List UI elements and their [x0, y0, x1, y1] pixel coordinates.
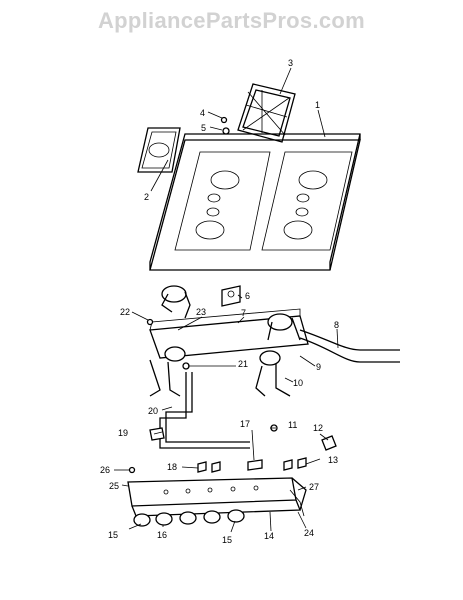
callout-14: 14	[264, 531, 274, 541]
ignitor-switch-part[interactable]	[221, 285, 241, 307]
callout-4: 4	[200, 108, 205, 118]
callout-25: 25	[109, 481, 119, 491]
callout-1: 1	[315, 100, 320, 110]
bracket-part-17[interactable]	[247, 459, 263, 471]
valve-part[interactable]	[197, 457, 307, 473]
watermark: AppliancePartsPros.com	[97, 8, 366, 33]
callout-5: 5	[201, 123, 206, 133]
callout-26: 26	[100, 465, 110, 475]
callout-11: 11	[288, 420, 297, 430]
callout-13: 13	[328, 455, 338, 465]
callout-18: 18	[167, 462, 177, 472]
cooktop-part[interactable]	[149, 133, 361, 271]
callout-15a: 15	[108, 530, 118, 540]
callout-17: 17	[240, 419, 250, 429]
bracket-part[interactable]	[149, 427, 165, 441]
callout-16: 16	[157, 530, 167, 540]
callout-20: 20	[148, 406, 158, 416]
callout-6: 6	[245, 291, 250, 301]
gas-tube-part[interactable]	[159, 372, 250, 449]
callout-21: 21	[238, 359, 248, 369]
control-knob-part[interactable]	[133, 509, 245, 527]
grate-part[interactable]	[237, 83, 296, 143]
leader-lines	[114, 67, 339, 533]
screw-part-22[interactable]	[146, 318, 154, 326]
callout-2: 2	[144, 192, 149, 202]
callout-24: 24	[304, 528, 314, 538]
callout-19: 19	[118, 428, 128, 438]
callout-27: 27	[309, 482, 319, 492]
callout-15b: 15	[222, 535, 232, 545]
manifold-part[interactable]	[149, 308, 400, 363]
callout-22: 22	[120, 307, 130, 317]
callout-12: 12	[313, 423, 323, 433]
callout-9: 9	[316, 362, 321, 372]
callout-labels: 1 2 3 4 5 6 7 8 9 10 11 12 13 14 15 15 1…	[100, 58, 339, 545]
callout-8: 8	[334, 320, 339, 330]
burner-pan-part[interactable]	[137, 127, 181, 173]
callout-7: 7	[241, 308, 246, 318]
screw-part[interactable]	[220, 116, 230, 135]
callout-10: 10	[293, 378, 303, 388]
clip-part-12[interactable]	[321, 435, 337, 451]
burner-valve-part[interactable]	[161, 285, 301, 366]
control-panel-part[interactable]	[127, 477, 307, 517]
screw-part-26[interactable]	[128, 466, 136, 474]
electrode-part[interactable]	[149, 359, 291, 397]
callout-3: 3	[288, 58, 293, 68]
callout-23: 23	[196, 307, 206, 317]
